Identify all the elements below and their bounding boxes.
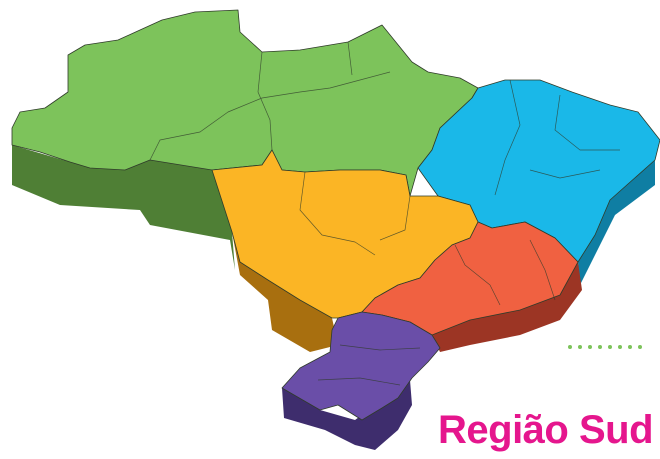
region-sul-side bbox=[282, 380, 412, 450]
leader-dot bbox=[608, 345, 612, 349]
state-borders bbox=[149, 41, 620, 386]
leader-dot bbox=[578, 345, 582, 349]
region-label: Região Sud bbox=[438, 408, 654, 452]
leader-dot bbox=[598, 345, 602, 349]
leader-dot bbox=[628, 345, 632, 349]
region-sudeste-side bbox=[432, 262, 582, 352]
leader-dot bbox=[638, 345, 642, 349]
leader-dot bbox=[588, 345, 592, 349]
leader-dots bbox=[568, 345, 642, 349]
region-norte-side bbox=[12, 145, 235, 270]
leader-dot bbox=[568, 345, 572, 349]
region-sul bbox=[281, 311, 441, 421]
map-extrusion bbox=[12, 145, 655, 450]
leader-dot bbox=[618, 345, 622, 349]
map-regions bbox=[11, 9, 660, 421]
region-nordeste-side bbox=[578, 160, 655, 285]
region-centro-side bbox=[232, 232, 338, 352]
